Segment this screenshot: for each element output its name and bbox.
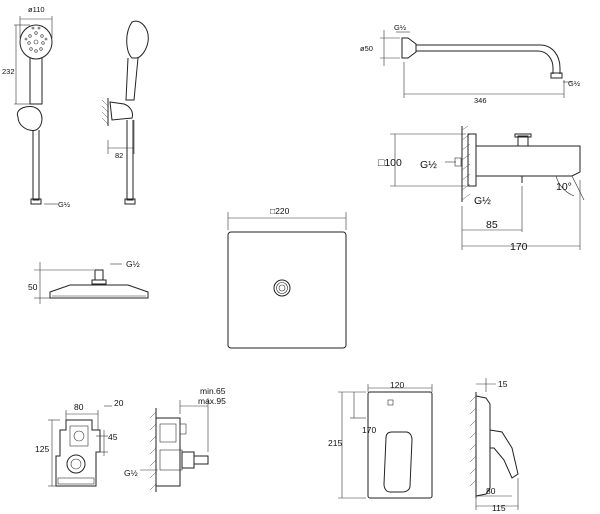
mixer-max-label: max.95 <box>198 396 226 406</box>
handshower-height-label: 232 <box>2 67 15 76</box>
spout-thread-low-label: G½ <box>474 195 491 207</box>
trim-d15-label: 15 <box>498 379 508 389</box>
spout-angle-label: 10° <box>556 181 572 193</box>
trim-d80-label: 80 <box>486 486 496 496</box>
bath-spout-view <box>390 125 585 250</box>
plate-size-label: □220 <box>270 206 290 216</box>
shower-arm-view <box>380 30 572 98</box>
spout-square-label: □100 <box>378 157 402 169</box>
handshower-front-view <box>14 16 58 205</box>
trim-d115-label: 115 <box>492 503 506 513</box>
handshower-depth-label: 82 <box>115 151 123 160</box>
trim-h215-label: 215 <box>328 438 342 448</box>
arm-length-label: 346 <box>474 96 487 105</box>
arm-thread-top-label: G½ <box>394 23 407 32</box>
mixer-h45-label: 45 <box>108 432 118 442</box>
spout-85-label: 85 <box>486 219 498 231</box>
mixer-w80-label: 80 <box>74 402 84 412</box>
handshower-thread-label: G½ <box>58 200 71 209</box>
mixer-body-front-view <box>48 405 112 487</box>
headshower-thread-label: G½ <box>126 259 140 269</box>
mixer-thread-label: G½ <box>124 468 138 478</box>
mixer-min-label: min.65 <box>200 386 226 396</box>
trim-w120-label: 120 <box>390 380 404 390</box>
handshower-diameter-label: ø110 <box>28 5 45 14</box>
trim-front-view <box>338 384 433 499</box>
cover-plate-view <box>227 212 347 349</box>
spout-170-label: 170 <box>510 241 528 253</box>
arm-thread-end-label: G½ <box>568 79 581 88</box>
headshower-height-label: 50 <box>28 282 38 292</box>
headshower-side-view <box>34 262 149 304</box>
arm-diameter-label: ø50 <box>360 44 373 53</box>
mixer-body-side-view <box>140 398 209 492</box>
spout-thread-mid-label: G½ <box>420 159 437 171</box>
mixer-w20-label: 20 <box>114 398 124 408</box>
trim-side-view <box>469 378 519 510</box>
mixer-h125-label: 125 <box>35 444 49 454</box>
trim-h170-label: 170 <box>362 425 376 435</box>
handshower-side-view <box>101 20 149 205</box>
